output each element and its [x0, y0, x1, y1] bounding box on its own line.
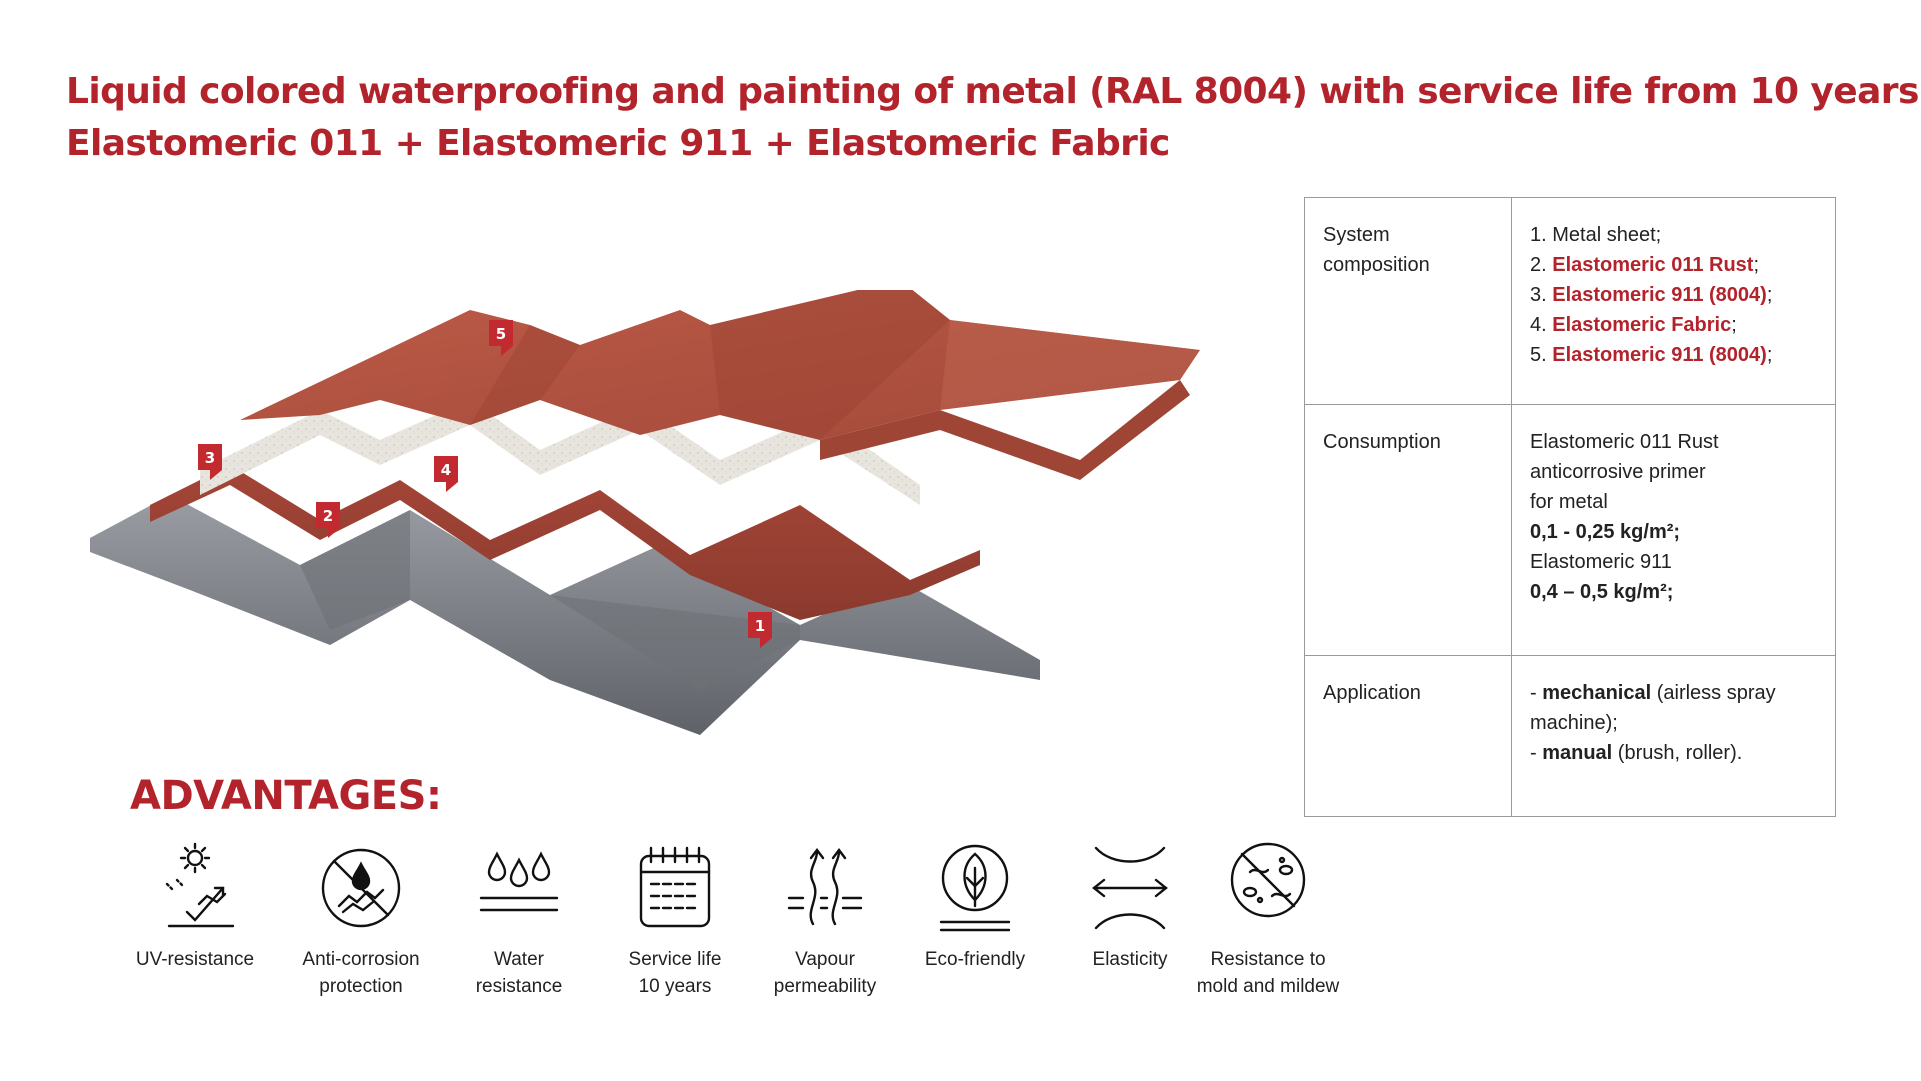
title-line-1: Liquid colored waterproofing and paintin…: [66, 71, 1919, 112]
application-method: manual: [1542, 742, 1613, 764]
advantages-title: ADVANTAGES:: [130, 773, 442, 819]
svg-text:1: 1: [755, 617, 765, 635]
application-method: mechanical: [1542, 682, 1652, 704]
layered-roof-illustration: 1 2 3 4 5: [80, 290, 1230, 770]
svg-text:4: 4: [441, 461, 451, 479]
metal-sheet-layer: [90, 495, 1040, 735]
consumption-line: anticorrosive primer: [1530, 461, 1706, 483]
advantage-eco: Eco-friendly: [885, 840, 1065, 973]
consumption-value: 0,1 - 0,25 kg/m²;: [1530, 521, 1681, 543]
uv-sun-icon: [165, 842, 235, 928]
title-line-2: Elastomeric 011 + Elastomeric 911 + Elas…: [66, 123, 1170, 164]
calendar-icon: [639, 846, 711, 928]
composition-item-4: 4. Elastomeric Fabric;: [1530, 314, 1737, 336]
consumption-line: Elastomeric 011 Rust: [1530, 431, 1719, 453]
consumption-label: Consumption: [1304, 404, 1512, 656]
consumption-row: Consumption Elastomeric 011 Rust anticor…: [1304, 404, 1836, 656]
svg-text:3: 3: [205, 449, 215, 467]
composition-item-5: 5. Elastomeric 911 (8004);: [1530, 344, 1773, 366]
vapour-arrows-icon: [787, 848, 863, 926]
svg-text:5: 5: [496, 325, 506, 343]
marker-4: 4: [434, 456, 458, 492]
anti-corrosion-icon: [321, 848, 401, 928]
page-title: Liquid colored waterproofing and paintin…: [66, 66, 1919, 170]
consumption-details: Elastomeric 011 Rust anticorrosive prime…: [1511, 404, 1836, 656]
consumption-line: Elastomeric 911: [1530, 551, 1672, 573]
composition-item-1: 1. Metal sheet;: [1530, 224, 1662, 246]
spec-table: System composition 1. Metal sheet; 2. El…: [1304, 197, 1836, 817]
elasticity-arrows-icon: [1092, 846, 1168, 930]
marker-3: 3: [198, 444, 222, 480]
advantage-caption: UV-resistance: [135, 949, 255, 970]
composition-item-2: 2. Elastomeric 011 Rust;: [1530, 254, 1760, 276]
application-label: Application: [1304, 655, 1512, 817]
application-details: - mechanical (airless spray machine); - …: [1511, 655, 1836, 817]
leaf-icon: [939, 844, 1011, 932]
advantage-uv: UV-resistance: [105, 840, 285, 973]
advantage-caption: Elasticity: [1092, 949, 1168, 970]
composition-row: System composition 1. Metal sheet; 2. El…: [1304, 197, 1836, 405]
composition-item-3: 3. Elastomeric 911 (8004);: [1530, 284, 1773, 306]
consumption-value: 0,4 – 0,5 kg/m²;: [1530, 581, 1674, 603]
marker-5: 5: [489, 320, 513, 356]
mold-resistance-icon: [1230, 842, 1306, 918]
composition-list: 1. Metal sheet; 2. Elastomeric 011 Rust;…: [1511, 197, 1836, 405]
primer-layer: [150, 465, 980, 620]
corrugated-sheet-drawing: [90, 290, 1200, 735]
water-drops-icon: [479, 851, 559, 912]
marker-2: 2: [316, 502, 340, 538]
advantage-caption: Eco-friendly: [924, 949, 1026, 970]
application-row: Application - mechanical (airless spray …: [1304, 655, 1836, 817]
fabric-layer: [200, 400, 920, 505]
composition-label: System composition: [1304, 197, 1512, 405]
svg-text:2: 2: [323, 507, 333, 525]
consumption-line: for metal: [1530, 491, 1608, 513]
advantage-elasticity: Elasticity: [1040, 840, 1220, 973]
marker-1: 1: [748, 612, 772, 648]
